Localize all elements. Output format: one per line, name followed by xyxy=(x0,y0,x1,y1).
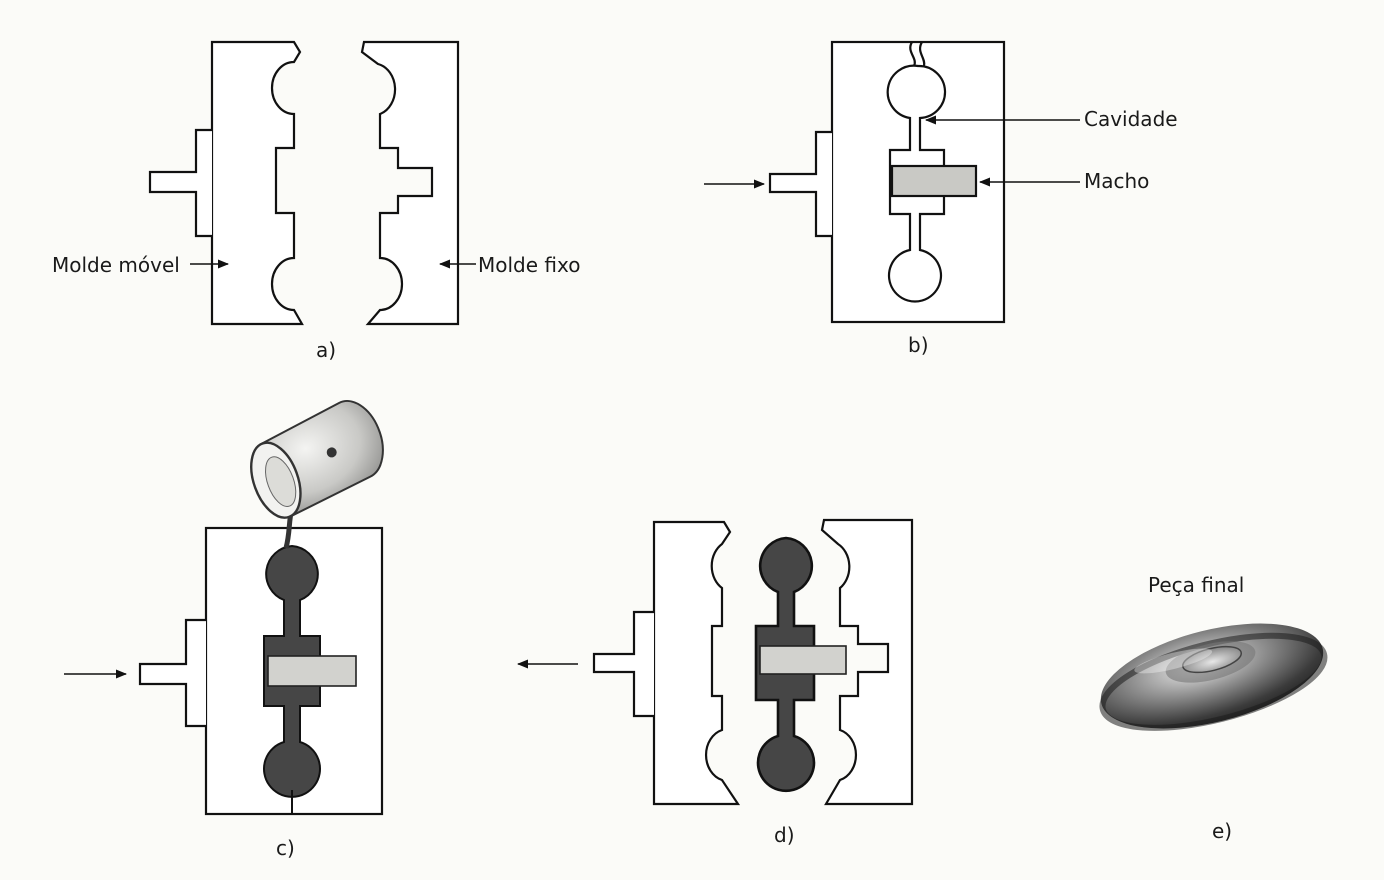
caption-e: e) xyxy=(1212,819,1232,843)
panel-b-spigot xyxy=(768,130,832,238)
panel-d-moving-mould xyxy=(652,520,741,806)
panel-b-sprue xyxy=(909,41,916,67)
caption-c: c) xyxy=(276,836,295,860)
panel-b: Cavidade Macho b) xyxy=(704,40,1178,357)
panel-c-spigot xyxy=(138,618,206,728)
panel-a-moving-spigot xyxy=(148,128,212,238)
panel-c: c) xyxy=(64,400,384,860)
panel-c-core xyxy=(267,655,357,687)
panel-a-fixed-mould xyxy=(360,40,460,326)
ladle-icon xyxy=(250,400,384,519)
caption-d: d) xyxy=(774,823,795,847)
label-macho: Macho xyxy=(1084,169,1149,193)
panel-d: d) xyxy=(516,518,914,847)
label-molde-fixo: Molde fixo xyxy=(478,253,580,277)
label-cavidade: Cavidade xyxy=(1084,107,1178,131)
panel-a: Molde móvel Molde fixo a) xyxy=(52,40,580,362)
panel-a-moving-mould xyxy=(210,40,304,326)
caption-b: b) xyxy=(908,333,929,357)
label-molde-movel: Molde móvel xyxy=(52,253,180,277)
panel-d-moving-spigot xyxy=(592,610,654,718)
caption-a: a) xyxy=(316,338,336,362)
panel-d-fixed-mould xyxy=(820,518,914,806)
panel-b-core xyxy=(890,164,978,198)
panel-d-core xyxy=(759,645,847,675)
final-part-torus-icon xyxy=(1099,623,1328,731)
panel-e: Peça final e) xyxy=(1099,573,1328,843)
label-peca-final: Peça final xyxy=(1148,573,1244,597)
